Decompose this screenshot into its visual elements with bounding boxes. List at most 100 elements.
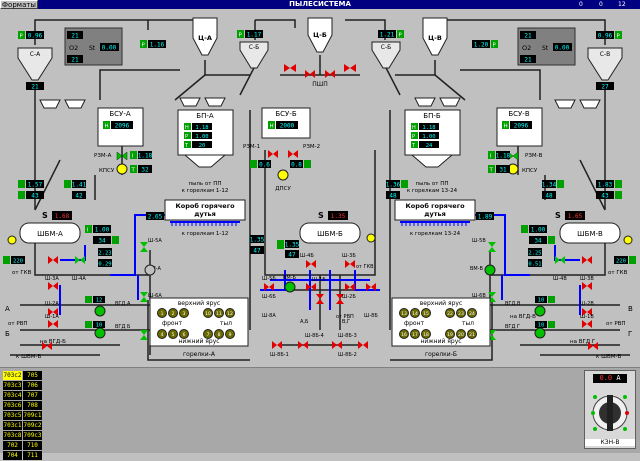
burner[interactable]: [410, 329, 420, 339]
code-cell[interactable]: 703c2: [3, 371, 22, 380]
burner[interactable]: [168, 308, 178, 318]
vma-fan[interactable]: [144, 264, 156, 276]
rzm-v-valve[interactable]: [507, 151, 519, 161]
code-cell[interactable]: 711: [23, 451, 42, 460]
code-cell[interactable]: 708: [23, 401, 42, 410]
left-valves[interactable]: [42, 242, 148, 350]
mill-v-current: 1.00: [531, 227, 546, 234]
vmv-fan[interactable]: [484, 264, 496, 276]
kzn-knob[interactable]: [585, 383, 635, 453]
formats-menu-button[interactable]: Форматы: [0, 0, 38, 9]
vgd-b-fan[interactable]: [94, 327, 106, 339]
bsu-b: БСУ-Б H 2000: [261, 107, 311, 139]
burner-number: 2: [172, 311, 175, 317]
pipes: [10, 19, 630, 361]
burner[interactable]: [421, 308, 431, 318]
p-a-top: 1.16: [150, 42, 165, 49]
rzm-a-label: РЗМ-А: [94, 153, 112, 159]
burner[interactable]: [467, 308, 477, 318]
cyclone-a: [17, 47, 53, 81]
code-cell[interactable]: 703c4: [3, 391, 22, 400]
code-cell[interactable]: 703c5: [3, 411, 22, 420]
svg-text:T: T: [131, 168, 136, 174]
vmb-fan[interactable]: [284, 281, 296, 293]
burner[interactable]: [445, 329, 455, 339]
burner[interactable]: [203, 308, 213, 318]
kzn-unit: А: [616, 374, 621, 382]
burner[interactable]: [399, 308, 409, 318]
burner[interactable]: [225, 329, 235, 339]
code-cell[interactable]: 703c3: [3, 381, 22, 390]
burner[interactable]: [445, 308, 455, 318]
center-ab: А,Б: [300, 319, 309, 325]
burner[interactable]: [157, 308, 167, 318]
rzm1-valve[interactable]: [268, 150, 278, 158]
burner[interactable]: [410, 308, 420, 318]
code-cell[interactable]: 709c1: [23, 411, 42, 420]
burner[interactable]: [203, 329, 213, 339]
burner-number: 24: [469, 311, 475, 317]
code-cell[interactable]: 705: [23, 371, 42, 380]
right-220: 220: [616, 259, 626, 265]
burner[interactable]: [456, 329, 466, 339]
title-bar: Форматы ПЫЛЕСИСТЕМА 0 0 12: [0, 0, 640, 9]
svg-text:1.41: 1.41: [72, 182, 87, 189]
code-cell[interactable]: 707: [23, 391, 42, 400]
vmb-label: ВМ-Б: [283, 275, 297, 281]
hot-air-b-line2: дутья: [424, 210, 446, 218]
vgd-a-fan[interactable]: [94, 305, 106, 317]
code-cell[interactable]: 710: [23, 441, 42, 450]
burner[interactable]: [225, 308, 235, 318]
pshp-valves[interactable]: [284, 64, 356, 78]
burners-b-front: фронт: [404, 320, 425, 327]
burner-number: 13: [401, 311, 407, 317]
burner[interactable]: [399, 329, 409, 339]
hot-air-value-right: 1.89: [478, 214, 493, 221]
burners-a-lower: нижний ярус: [178, 338, 219, 345]
burner[interactable]: [456, 308, 466, 318]
rzm2-valve[interactable]: [288, 150, 298, 158]
gas-left-o2-label: O2: [69, 44, 78, 52]
kpsu-a-motor[interactable]: [116, 163, 128, 175]
center-valves[interactable]: [264, 260, 376, 349]
mill-a-setpoint: 1.68: [55, 213, 70, 220]
left-to-shbm: к ШБМ-Б: [16, 354, 41, 360]
code-cell[interactable]: 702: [3, 441, 22, 450]
rzm-a-valve[interactable]: [116, 151, 128, 161]
svg-text:10: 10: [96, 323, 103, 329]
code-cell[interactable]: 703c6: [3, 401, 22, 410]
vgd-v-fan[interactable]: [534, 305, 546, 317]
burner[interactable]: [179, 308, 189, 318]
code-cell[interactable]: 709c3: [23, 431, 42, 440]
burner[interactable]: [214, 308, 224, 318]
code-cell[interactable]: 709c2: [23, 421, 42, 430]
code-cell[interactable]: 706: [23, 381, 42, 390]
center-vg: В,Г: [342, 319, 350, 325]
bsu-b-h: 2000: [280, 123, 295, 130]
code-cell[interactable]: 704: [3, 451, 22, 460]
right-v-label: В: [628, 305, 633, 313]
vgd-g-fan[interactable]: [534, 327, 546, 339]
code-cell[interactable]: 703c8: [3, 431, 22, 440]
dpsu-motor[interactable]: [277, 169, 289, 181]
burner[interactable]: [214, 329, 224, 339]
burner-number: 6: [183, 332, 186, 338]
mill-a-t: 43: [31, 193, 39, 200]
mill-v-s-label: S: [555, 211, 561, 220]
sh4v-label: Ш-4В: [553, 276, 567, 282]
sh1a-label: Ш-1А: [45, 314, 59, 320]
burner[interactable]: [421, 329, 431, 339]
burner-number: 21: [469, 332, 475, 338]
bp-a-to: к горелкам 1-12: [182, 188, 229, 194]
mill-b: S 1.35 ШБМ-Б 1.35 47: [277, 211, 376, 259]
hopper-b: [307, 17, 333, 53]
burner[interactable]: [157, 329, 167, 339]
burner[interactable]: [179, 329, 189, 339]
sh2b-label: Ш-2Б: [342, 294, 356, 300]
left-a-label: А: [5, 305, 10, 313]
code-cell[interactable]: 703c1: [3, 421, 22, 430]
bsu-a: БСУ-А H 2096: [97, 107, 144, 147]
burner[interactable]: [168, 329, 178, 339]
svg-text:31: 31: [499, 167, 507, 174]
burner[interactable]: [467, 329, 477, 339]
